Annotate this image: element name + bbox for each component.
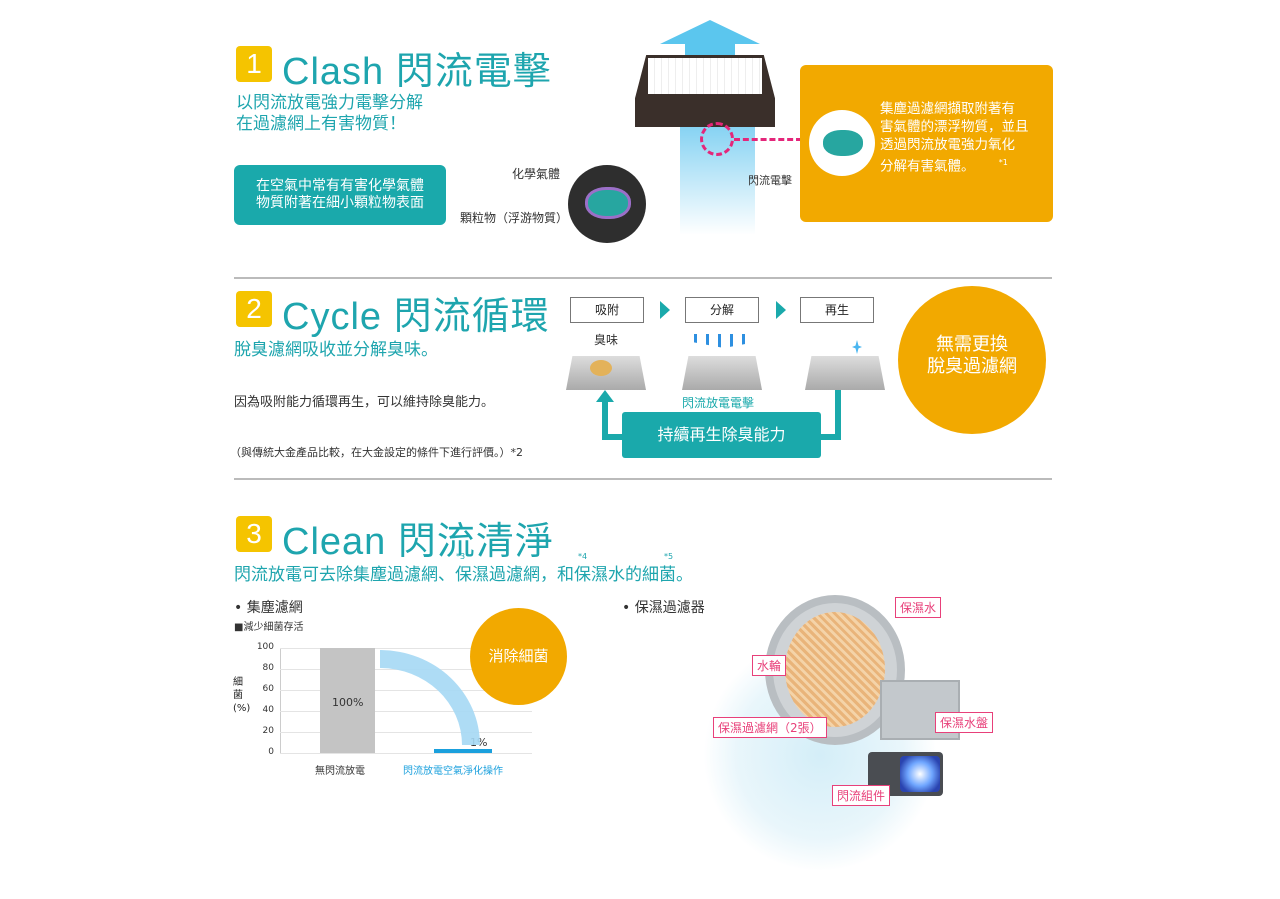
airflow-up-arrow-icon (660, 20, 760, 60)
label-chemical-gas: 化學氣體 (512, 167, 561, 181)
cycle-line-left (602, 398, 608, 440)
dashed-connector (734, 138, 802, 141)
particle-blob (823, 130, 863, 156)
section-divider (234, 478, 1052, 480)
target-particle-highlight (700, 122, 734, 156)
y-tick-label: 0 (268, 747, 274, 757)
section-number-badge: 1 (236, 46, 272, 82)
footnote: （與傳統大金產品比較，在大金設定的條件下進行評價。）*2 (230, 446, 523, 459)
particle-circle-icon (809, 110, 875, 176)
info-box-line: 物質附著在細小顆粒物表面 (256, 195, 424, 211)
section-divider (234, 277, 1052, 279)
callout-line: 集塵過濾網擷取附著有 (880, 101, 1015, 117)
y-tick-label: 40 (262, 705, 274, 715)
info-box-line: 在空氣中常有有害化學氣體 (256, 178, 424, 194)
section-subtitle: 閃流放電可去除集塵過濾網、保濕過濾網，和保濕水的細菌。 (234, 565, 693, 585)
section-title: Clash 閃流電擊 (282, 51, 552, 93)
label-water-wheel: 水輪 (752, 655, 787, 676)
chart-caption: ■減少細菌存活 (234, 622, 304, 633)
arrow-right-icon (776, 301, 786, 319)
y-tick-label: 60 (262, 684, 274, 694)
footnote-mark: *5 (664, 552, 674, 561)
bar (320, 648, 375, 753)
eliminate-bacteria-circle: 消除細菌 (470, 608, 567, 705)
cycle-up-arrow-icon (596, 390, 614, 402)
label-streamer-unit: 閃流組件 (832, 785, 891, 806)
streamer-glow (900, 756, 940, 792)
sparkle-icon (852, 340, 862, 354)
callout-line: 分解有害氣體。 *1 (880, 154, 1029, 176)
callout-line: 透過閃流放電強力氧化 (880, 137, 1015, 153)
step-adsorb: 吸附 (570, 297, 644, 323)
decrease-arrow (380, 650, 480, 745)
section-title: Clean 閃流清淨 (282, 521, 554, 563)
label-water-tray: 保濕水盤 (935, 712, 994, 733)
y-axis-label: 細菌(%) (233, 677, 251, 714)
callout-box: 集塵過濾網擷取附著有 害氣體的漂浮物質，並且 透過閃流放電強力氧化 分解有害氣體… (800, 65, 1053, 222)
label-streamer: 閃流電擊 (748, 174, 792, 187)
odor-blob-icon (590, 360, 612, 376)
dust-filter-heading: • 集塵濾網 (234, 600, 303, 616)
odor-label: 臭味 (594, 333, 619, 347)
humidifier-heading: • 保濕過濾器 (622, 600, 705, 616)
bar-value-label: 100% (332, 696, 364, 709)
callout-text: 集塵過濾網擷取附著有 害氣體的漂浮物質，並且 透過閃流放電強力氧化 分解有害氣體… (880, 100, 1029, 176)
dust-filter-mesh (648, 58, 762, 94)
footnote-mark: *1 (998, 158, 1008, 167)
x-category-label: 閃流放電空氣淨化操作 (403, 766, 503, 777)
section-title: Cycle 閃流循環 (282, 296, 550, 338)
streamer-arrows-icon (694, 334, 754, 348)
y-axis-line (280, 648, 281, 754)
grid-line (280, 648, 532, 649)
cycle-label-box: 持續再生除臭能力 (622, 412, 821, 458)
bar (434, 749, 492, 753)
callout-line: 害氣體的漂浮物質，並且 (880, 119, 1029, 135)
filter-plate-clean (805, 356, 885, 390)
y-tick-label: 80 (262, 663, 274, 673)
section-subtitle-line: 在過濾網上有害物質！ (236, 114, 406, 134)
info-box: 在空氣中常有有害化學氣體 物質附著在細小顆粒物表面 (234, 165, 446, 225)
step-regenerate: 再生 (800, 297, 874, 323)
cycle-line-bottom-left (602, 434, 624, 440)
cycle-line-bottom-right (818, 434, 840, 440)
grid-line (280, 753, 532, 754)
section-subtitle: 脫臭濾網吸收並分解臭味。 (234, 340, 438, 360)
circle-line: 脫臭過濾網 (927, 356, 1017, 377)
label-particle: 顆粒物（浮游物質） (460, 211, 569, 225)
y-tick-label: 20 (262, 726, 274, 736)
section-subtitle-line: 以閃流放電強力電擊分解 (236, 93, 423, 113)
x-category-label: 無閃流放電 (315, 766, 365, 777)
filter-plate-decompose (682, 356, 762, 390)
label-humidifying-water: 保濕水 (895, 597, 942, 618)
humidifying-filter-image (785, 612, 885, 727)
label-humidifying-filter: 保濕過濾網（2張） (713, 717, 827, 738)
section-number-badge: 3 (236, 516, 272, 552)
section-number-badge: 2 (236, 291, 272, 327)
callout-line-text: 分解有害氣體。 (880, 158, 975, 175)
y-tick-label: 100 (256, 642, 274, 652)
arrow-right-icon (660, 301, 670, 319)
no-replacement-circle: 無需更換 脫臭過濾網 (898, 286, 1046, 434)
cycle-line-right (835, 390, 841, 440)
particle-icon (588, 190, 628, 216)
footnote-mark: *4 (578, 552, 588, 561)
streamer-label: 閃流放電電擊 (682, 396, 755, 410)
circle-line: 無需更換 (936, 334, 1008, 355)
footnote-mark: *3 (456, 552, 466, 561)
step-decompose: 分解 (685, 297, 759, 323)
section-body: 因為吸附能力循環再生，可以維持除臭能力。 (234, 395, 495, 410)
